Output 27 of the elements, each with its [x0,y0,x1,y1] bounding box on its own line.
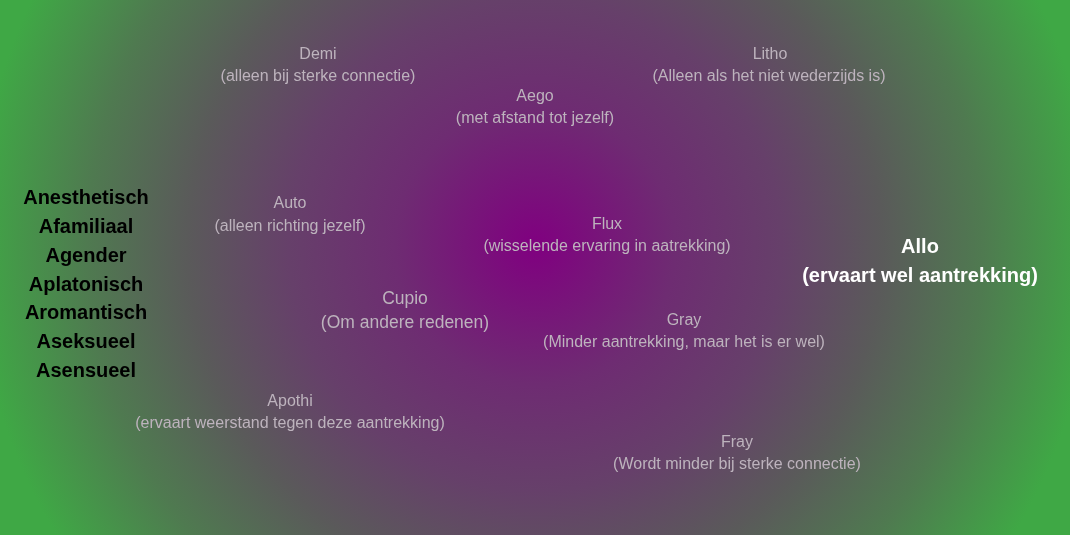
description-label: (Alleen als het niet wederzijds is) [652,66,886,86]
term-label: Agender [45,243,127,267]
description-label: (alleen richting jezelf) [214,216,366,236]
term-label: Aego [516,86,554,106]
term-label: Cupio [382,287,428,309]
term-label: Demi [299,44,337,64]
description-label: (alleen bij sterke connectie) [220,66,416,86]
term-label: Asensueel [35,358,137,382]
description-label: (Wordt minder bij sterke connectie) [613,454,861,474]
term-label: Afamiliaal [38,214,134,238]
description-label: (met afstand tot jezelf) [455,108,615,128]
term-label: Auto [273,193,307,213]
description-label: (Minder aantrekking, maar het is er wel) [543,332,825,352]
term-label: Apothi [267,391,313,411]
description-label: (ervaart wel aantrekking) [802,263,1038,287]
term-label: Aplatonisch [28,272,144,296]
description-label: (ervaart weerstand tegen deze aantrekking) [135,413,445,433]
term-label: Aseksueel [36,329,136,353]
description-label: (wisselende ervaring in aatrekking) [483,236,731,256]
term-label: Allo [901,234,939,258]
term-label: Gray [666,310,702,330]
term-label: Fray [721,432,753,452]
description-label: (Om andere redenen) [320,311,490,333]
term-label: Litho [752,44,788,64]
term-label: Aromantisch [24,300,148,324]
term-label: Anesthetisch [23,185,149,209]
term-label: Flux [591,214,623,234]
